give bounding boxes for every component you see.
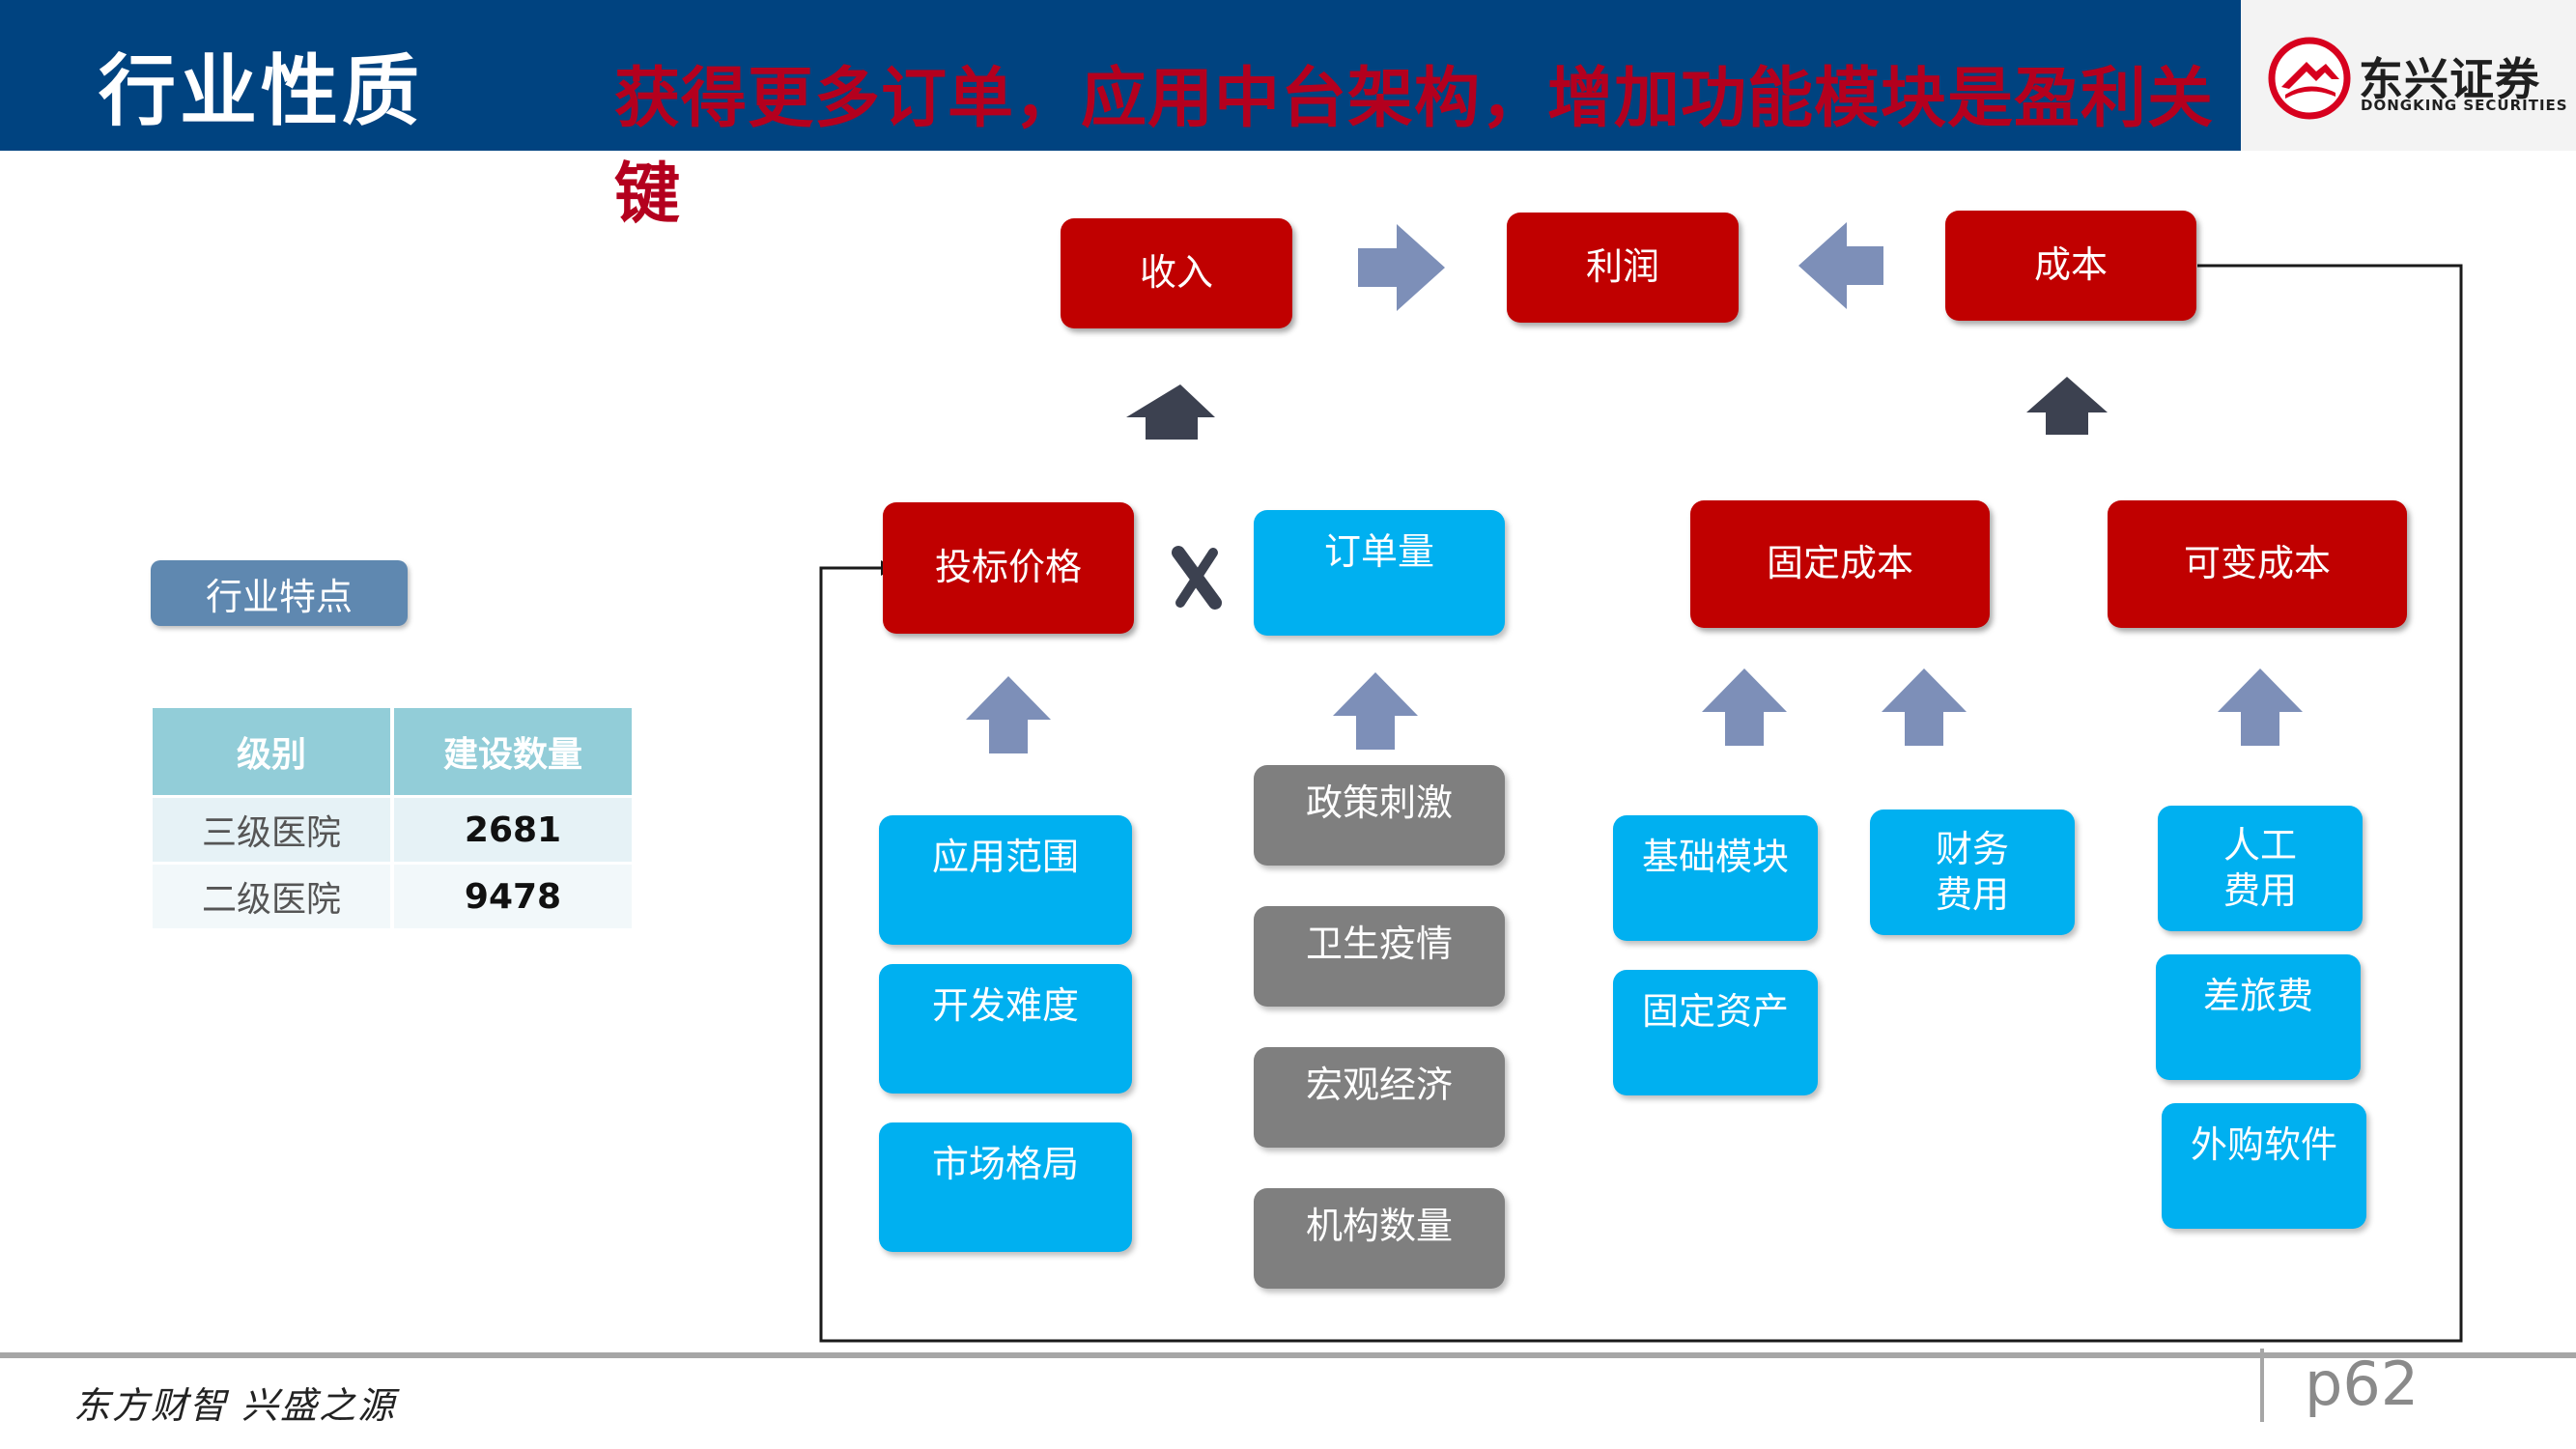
factor-travel-expenses: 差旅费 [2156, 954, 2361, 1080]
arrow-up-icon [2026, 377, 2108, 435]
factor-macro-economy: 宏观经济 [1254, 1047, 1505, 1148]
factor-institution-count: 机构数量 [1254, 1188, 1505, 1289]
order-volume-box: 订单量 [1254, 510, 1505, 636]
arrow-left-icon [1798, 222, 1883, 309]
fixed-cost-box: 固定成本 [1690, 500, 1990, 628]
factor-health-epidemic: 卫生疫情 [1254, 906, 1505, 1007]
multiply-icon [1172, 546, 1222, 610]
factor-application-scope: 应用范围 [879, 815, 1132, 945]
logo: 东兴证券 DONGKING SECURITIES [2241, 0, 2576, 151]
table-row: 三级医院 2681 [153, 795, 632, 864]
profit-box: 利润 [1507, 213, 1739, 323]
hospital-table: 级别 建设数量 三级医院 2681 二级医院 9478 [153, 708, 632, 928]
footer-slogan: 东方财智 兴盛之源 [73, 1384, 397, 1427]
industry-feature-tag: 行业特点 [151, 560, 408, 626]
table-header-count: 建设数量 [392, 708, 632, 797]
arrow-up-icon [1333, 672, 1418, 750]
arrow-up-icon [1126, 384, 1215, 440]
factor-base-module: 基础模块 [1613, 815, 1818, 941]
table-header-row: 级别 建设数量 [153, 708, 632, 797]
page-number: p62 [2305, 1349, 2420, 1419]
footer-divider [0, 1352, 2576, 1358]
arrow-up-icon [1882, 668, 1967, 746]
variable-cost-box: 可变成本 [2108, 500, 2407, 628]
table-header-level: 级别 [153, 708, 394, 797]
factor-labor-cost: 人工 费用 [2158, 806, 2363, 931]
table-cell-level: 三级医院 [153, 795, 394, 864]
table-row: 二级医院 9478 [153, 862, 632, 928]
page-subtitle: 获得更多订单，应用中台架构，增加功能模块是盈利关键 [614, 60, 2215, 233]
factor-development-difficulty: 开发难度 [879, 964, 1132, 1094]
factor-fixed-assets: 固定资产 [1613, 970, 1818, 1095]
logo-name-en: DONGKING SECURITIES [2361, 97, 2568, 114]
logo-icon [2268, 37, 2351, 120]
arrow-up-icon [1702, 668, 1787, 746]
bid-price-box: 投标价格 [883, 502, 1134, 634]
factor-market-structure: 市场格局 [879, 1122, 1132, 1252]
table-cell-level: 二级医院 [153, 862, 394, 928]
revenue-box: 收入 [1061, 218, 1292, 328]
arrow-right-icon [1358, 224, 1445, 311]
factor-financial-expenses: 财务 费用 [1870, 810, 2075, 935]
table-cell-count: 2681 [392, 795, 632, 864]
arrow-up-icon [2218, 668, 2303, 746]
factor-purchased-software: 外购软件 [2162, 1103, 2366, 1229]
header-bar: 行业性质 获得更多订单，应用中台架构，增加功能模块是盈利关键 [0, 0, 2241, 233]
page-title: 行业性质 [99, 46, 423, 136]
arrow-up-icon [966, 676, 1051, 753]
table-cell-count: 9478 [392, 862, 632, 928]
cost-box: 成本 [1945, 211, 2196, 321]
factor-policy-stimulus: 政策刺激 [1254, 765, 1505, 866]
logo-name-cn: 东兴证券 [2359, 53, 2540, 105]
page-number-separator [2260, 1349, 2264, 1422]
